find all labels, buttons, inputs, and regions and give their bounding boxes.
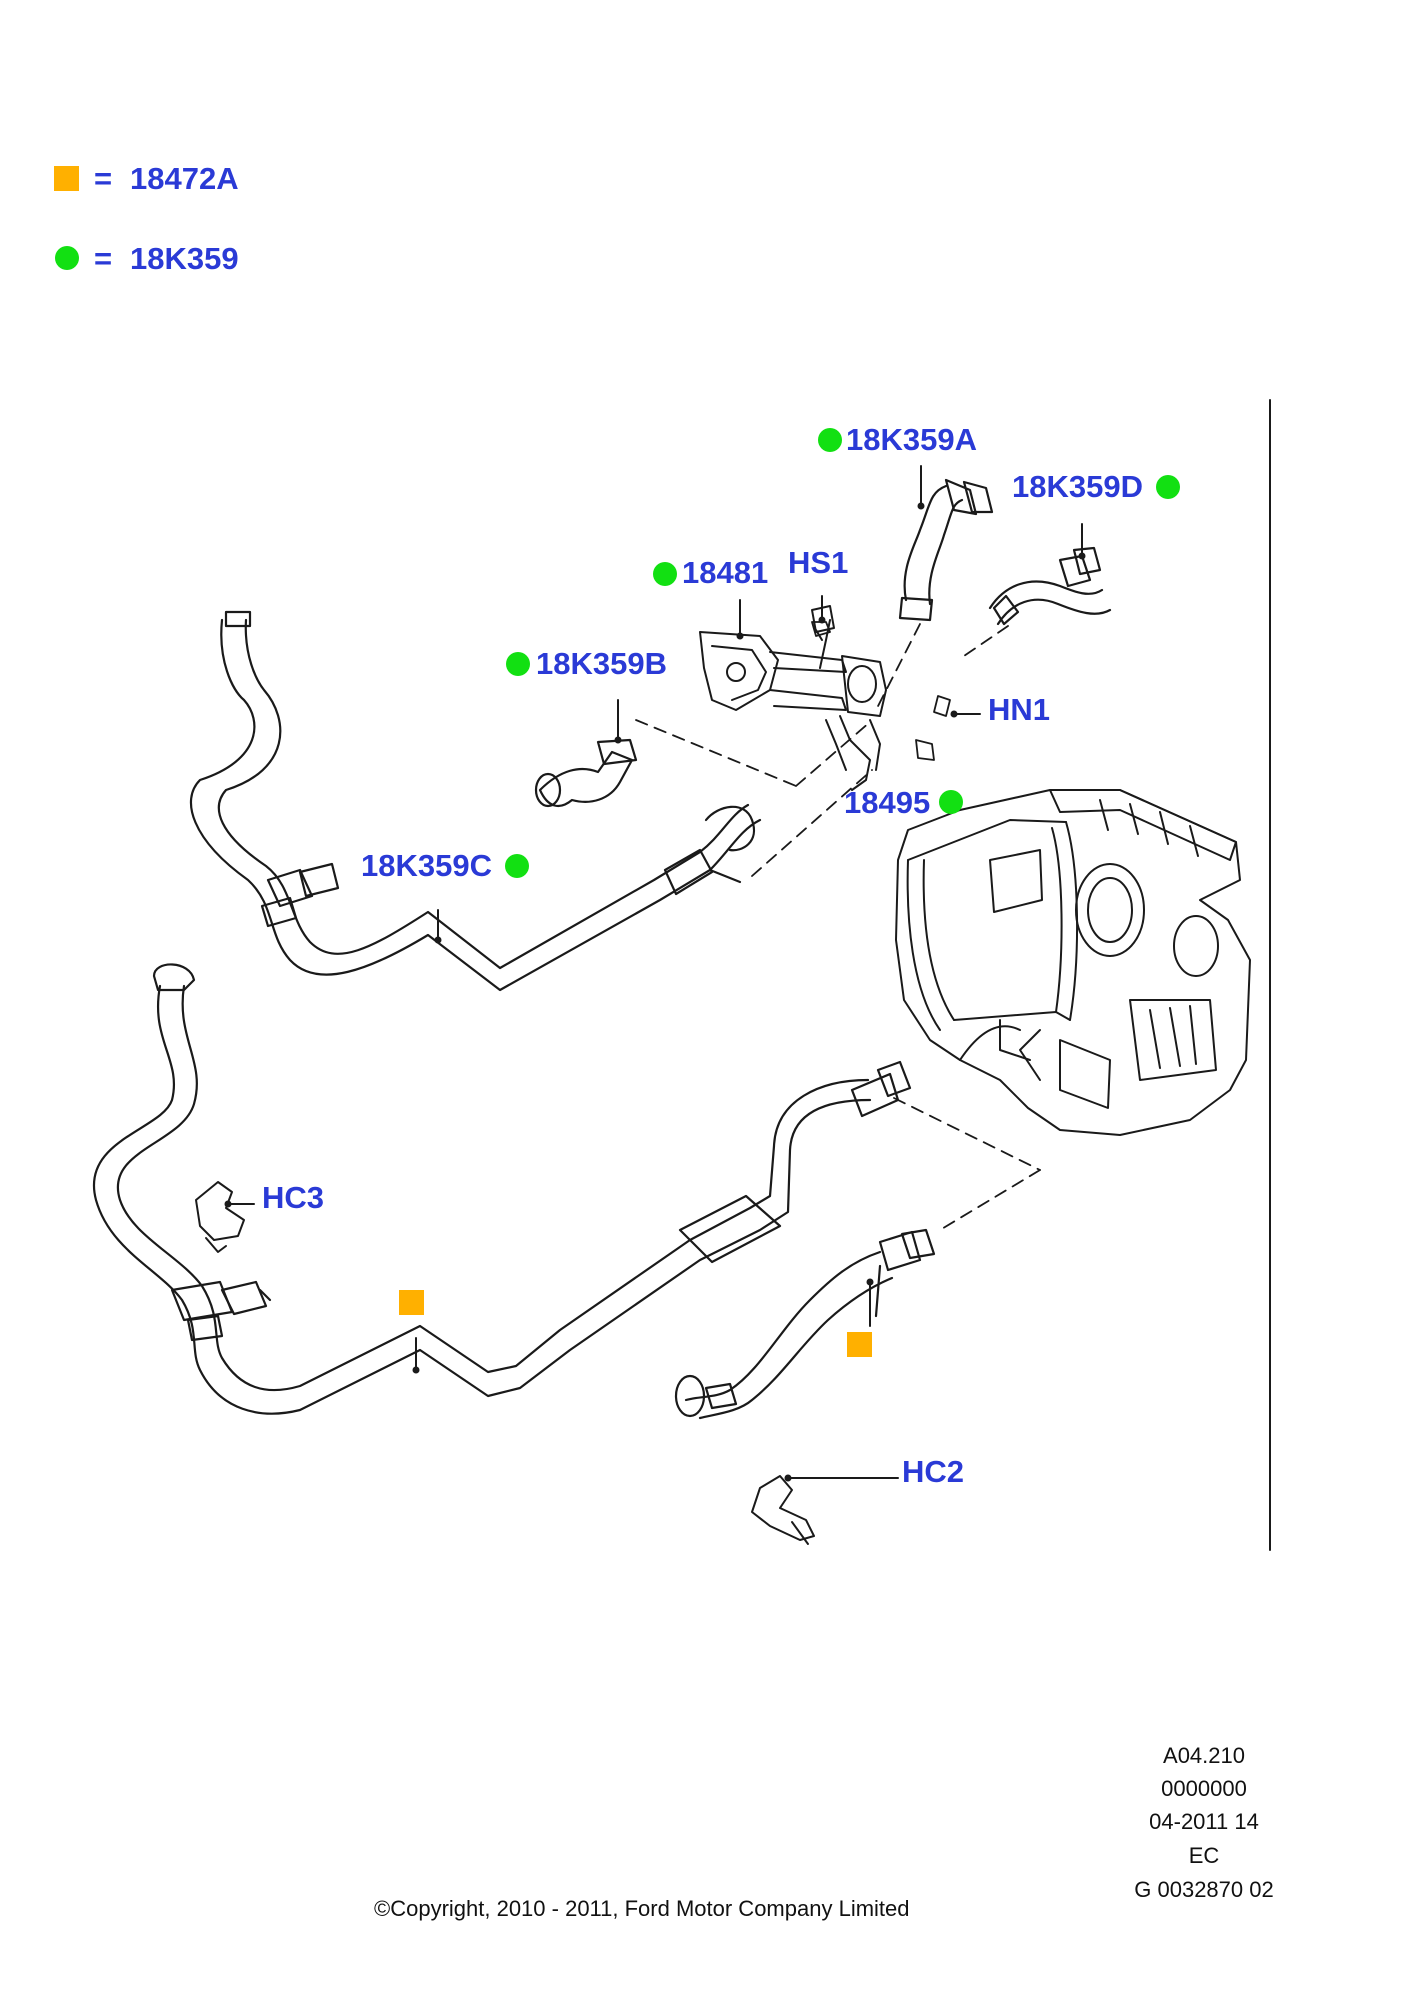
legend-part-18K359: 18K359 <box>130 241 239 276</box>
marker-18472A-short-hose <box>847 1332 872 1357</box>
hose-18K359C <box>190 610 762 992</box>
callout-18K359B: 18K359B <box>536 646 667 681</box>
leader-lines <box>227 465 1083 1479</box>
hose-18K359B <box>534 738 638 808</box>
leader-dots <box>224 502 1086 1482</box>
clip-HC2 <box>751 1475 815 1545</box>
legend-circle-marker <box>55 246 79 270</box>
callout-18K359D: 18K359D <box>1012 469 1143 504</box>
copyright: ©Copyright, 2010 - 2011, Ford Motor Comp… <box>374 1896 910 1921</box>
info-line-2: 0000000 <box>1161 1776 1247 1801</box>
callout-18495: 18495 <box>844 785 931 820</box>
marker-18K359C <box>505 854 529 878</box>
callout-HS1: HS1 <box>788 545 849 580</box>
callout-18481: 18481 <box>682 555 769 590</box>
valve-assembly <box>699 605 887 791</box>
callout-18K359C: 18K359C <box>361 848 492 883</box>
hose-18K359D <box>988 546 1112 626</box>
callout-18K359A: 18K359A <box>846 422 977 457</box>
marker-18K359D <box>1156 475 1180 499</box>
marker-18K359B <box>506 652 530 676</box>
info-line-4: EC <box>1188 1843 1220 1868</box>
info-line-5: G 0032870 02 <box>1134 1877 1274 1902</box>
marker-18472A-long-hose <box>399 1290 424 1315</box>
legend-square-marker <box>54 166 79 191</box>
hose-18K359A <box>898 478 994 622</box>
legend-equals-2: = <box>94 241 113 276</box>
marker-18481 <box>653 562 677 586</box>
clip-HC3 <box>195 1181 245 1253</box>
dashed-guides <box>635 623 1041 1231</box>
legend-part-18472A: 18472A <box>130 161 239 196</box>
info-line-1: A04.210 <box>1163 1743 1245 1768</box>
hose-18472A-long <box>92 963 912 1415</box>
legend-equals-1: = <box>94 161 113 196</box>
fasteners <box>811 621 951 761</box>
callout-HN1: HN1 <box>988 692 1051 727</box>
callout-HC2: HC2 <box>902 1454 965 1489</box>
marker-18K359A <box>818 428 842 452</box>
hvac-unit <box>895 789 1251 1136</box>
info-line-3: 04-2011 14 <box>1149 1809 1259 1834</box>
callout-HC3: HC3 <box>262 1180 325 1215</box>
marker-18495 <box>939 790 963 814</box>
hose-18472A-short <box>674 1228 936 1420</box>
